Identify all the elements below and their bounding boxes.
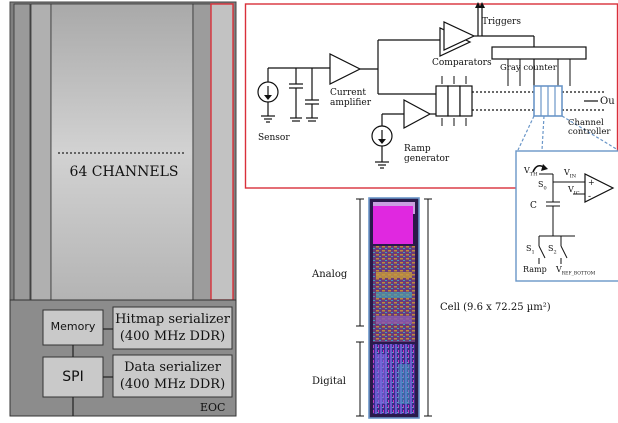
vin-main: V — [564, 168, 570, 177]
svg-text:-: - — [588, 192, 591, 202]
vin-label: VIN — [564, 168, 576, 180]
cell-size-label: Cell (9.6 x 72.25 µm²) — [440, 302, 551, 313]
register-cell-2 — [447, 85, 461, 117]
channels-label: 64 CHANNELS — [69, 164, 179, 180]
ramp-buffer — [403, 98, 432, 130]
current-amplifier-label: Current amplifier — [330, 88, 371, 108]
current-amplifier — [329, 53, 362, 85]
c-label: C — [530, 201, 537, 211]
data-serializer-block — [112, 354, 233, 398]
comparator-1 — [443, 21, 476, 51]
s2-sub: 2 — [553, 249, 557, 256]
s0-sub: 0 — [543, 185, 547, 192]
memory-block — [42, 309, 104, 346]
output-label: Ou — [600, 96, 615, 107]
vth-label: VTH — [524, 166, 537, 178]
channel-strip-right — [192, 3, 212, 301]
channel-strip-left — [13, 3, 31, 301]
spi-label: SPI — [62, 369, 84, 385]
comparators-label: Comparators — [432, 58, 492, 68]
vref-label: VREF_BOTTOM — [556, 265, 595, 277]
current-amplifier-line1: Current — [330, 88, 367, 98]
gray-counter-label: Gray counter — [500, 63, 557, 73]
s1-label: S1 — [526, 244, 535, 256]
hitmap-serializer-line1: Hitmap serializer — [115, 312, 230, 327]
s1-main: S — [526, 244, 532, 253]
cell-magenta-block — [373, 206, 413, 244]
current-amplifier-line2: amplifier — [330, 98, 372, 108]
hitmap-serializer-block — [112, 306, 233, 350]
cell-layout — [356, 197, 432, 419]
channel-controller-line2: controller — [568, 127, 611, 137]
svg-text:+: + — [588, 178, 595, 187]
triggers-label: Triggers — [482, 17, 521, 27]
digital-label: Digital — [312, 376, 346, 387]
gray-counter-box — [491, 46, 587, 60]
data-serializer-label: Data serializer (400 MHz DDR) — [113, 359, 232, 393]
register-cell-1 — [435, 85, 449, 117]
s2-label: S2 — [548, 244, 557, 256]
hitmap-serializer-label: Hitmap serializer (400 MHz DDR) — [113, 311, 232, 345]
register-cell-3 — [459, 85, 473, 117]
ramp-generator-line1: Ramp — [404, 144, 431, 154]
vic-main: V — [568, 185, 574, 194]
data-serializer-line2: (400 MHz DDR) — [119, 377, 226, 392]
s2-main: S — [548, 244, 554, 253]
vic-sub: IC — [573, 190, 580, 197]
channel-controller-label: Channel controller — [568, 119, 610, 137]
channel-array — [50, 3, 194, 301]
highlighted-channel — [210, 3, 234, 301]
ramp-generator-label: Ramp generator — [404, 144, 449, 164]
detail-comparator — [584, 173, 615, 203]
detail-frame — [515, 150, 618, 282]
channel-strip-left-2 — [30, 3, 52, 301]
memory-label: Memory — [50, 320, 96, 333]
data-serializer-line1: Data serializer — [124, 360, 221, 375]
vref-main: V — [556, 265, 562, 274]
chip-floorplan — [9, 1, 237, 417]
ramp-generator-line2: generator — [404, 154, 450, 164]
vth-main: V — [524, 166, 530, 175]
vref-sub: REF_BOTTOM — [561, 271, 596, 277]
analog-label: Analog — [312, 269, 348, 280]
comparator-detail: + - — [515, 150, 618, 282]
ramp-detail-label: Ramp — [523, 265, 547, 274]
vic-label: VIC — [568, 185, 580, 197]
s0-main: S — [538, 180, 544, 189]
vth-sub: TH — [529, 171, 538, 178]
eoc-label: EOC — [200, 401, 226, 414]
vin-sub: IN — [569, 173, 577, 180]
s1-sub: 1 — [531, 249, 535, 256]
hitmap-serializer-line2: (400 MHz DDR) — [119, 329, 226, 344]
channel-controller-line1: Channel — [568, 118, 604, 128]
s0-label: S0 — [538, 180, 547, 192]
sensor-label: Sensor — [258, 133, 290, 143]
